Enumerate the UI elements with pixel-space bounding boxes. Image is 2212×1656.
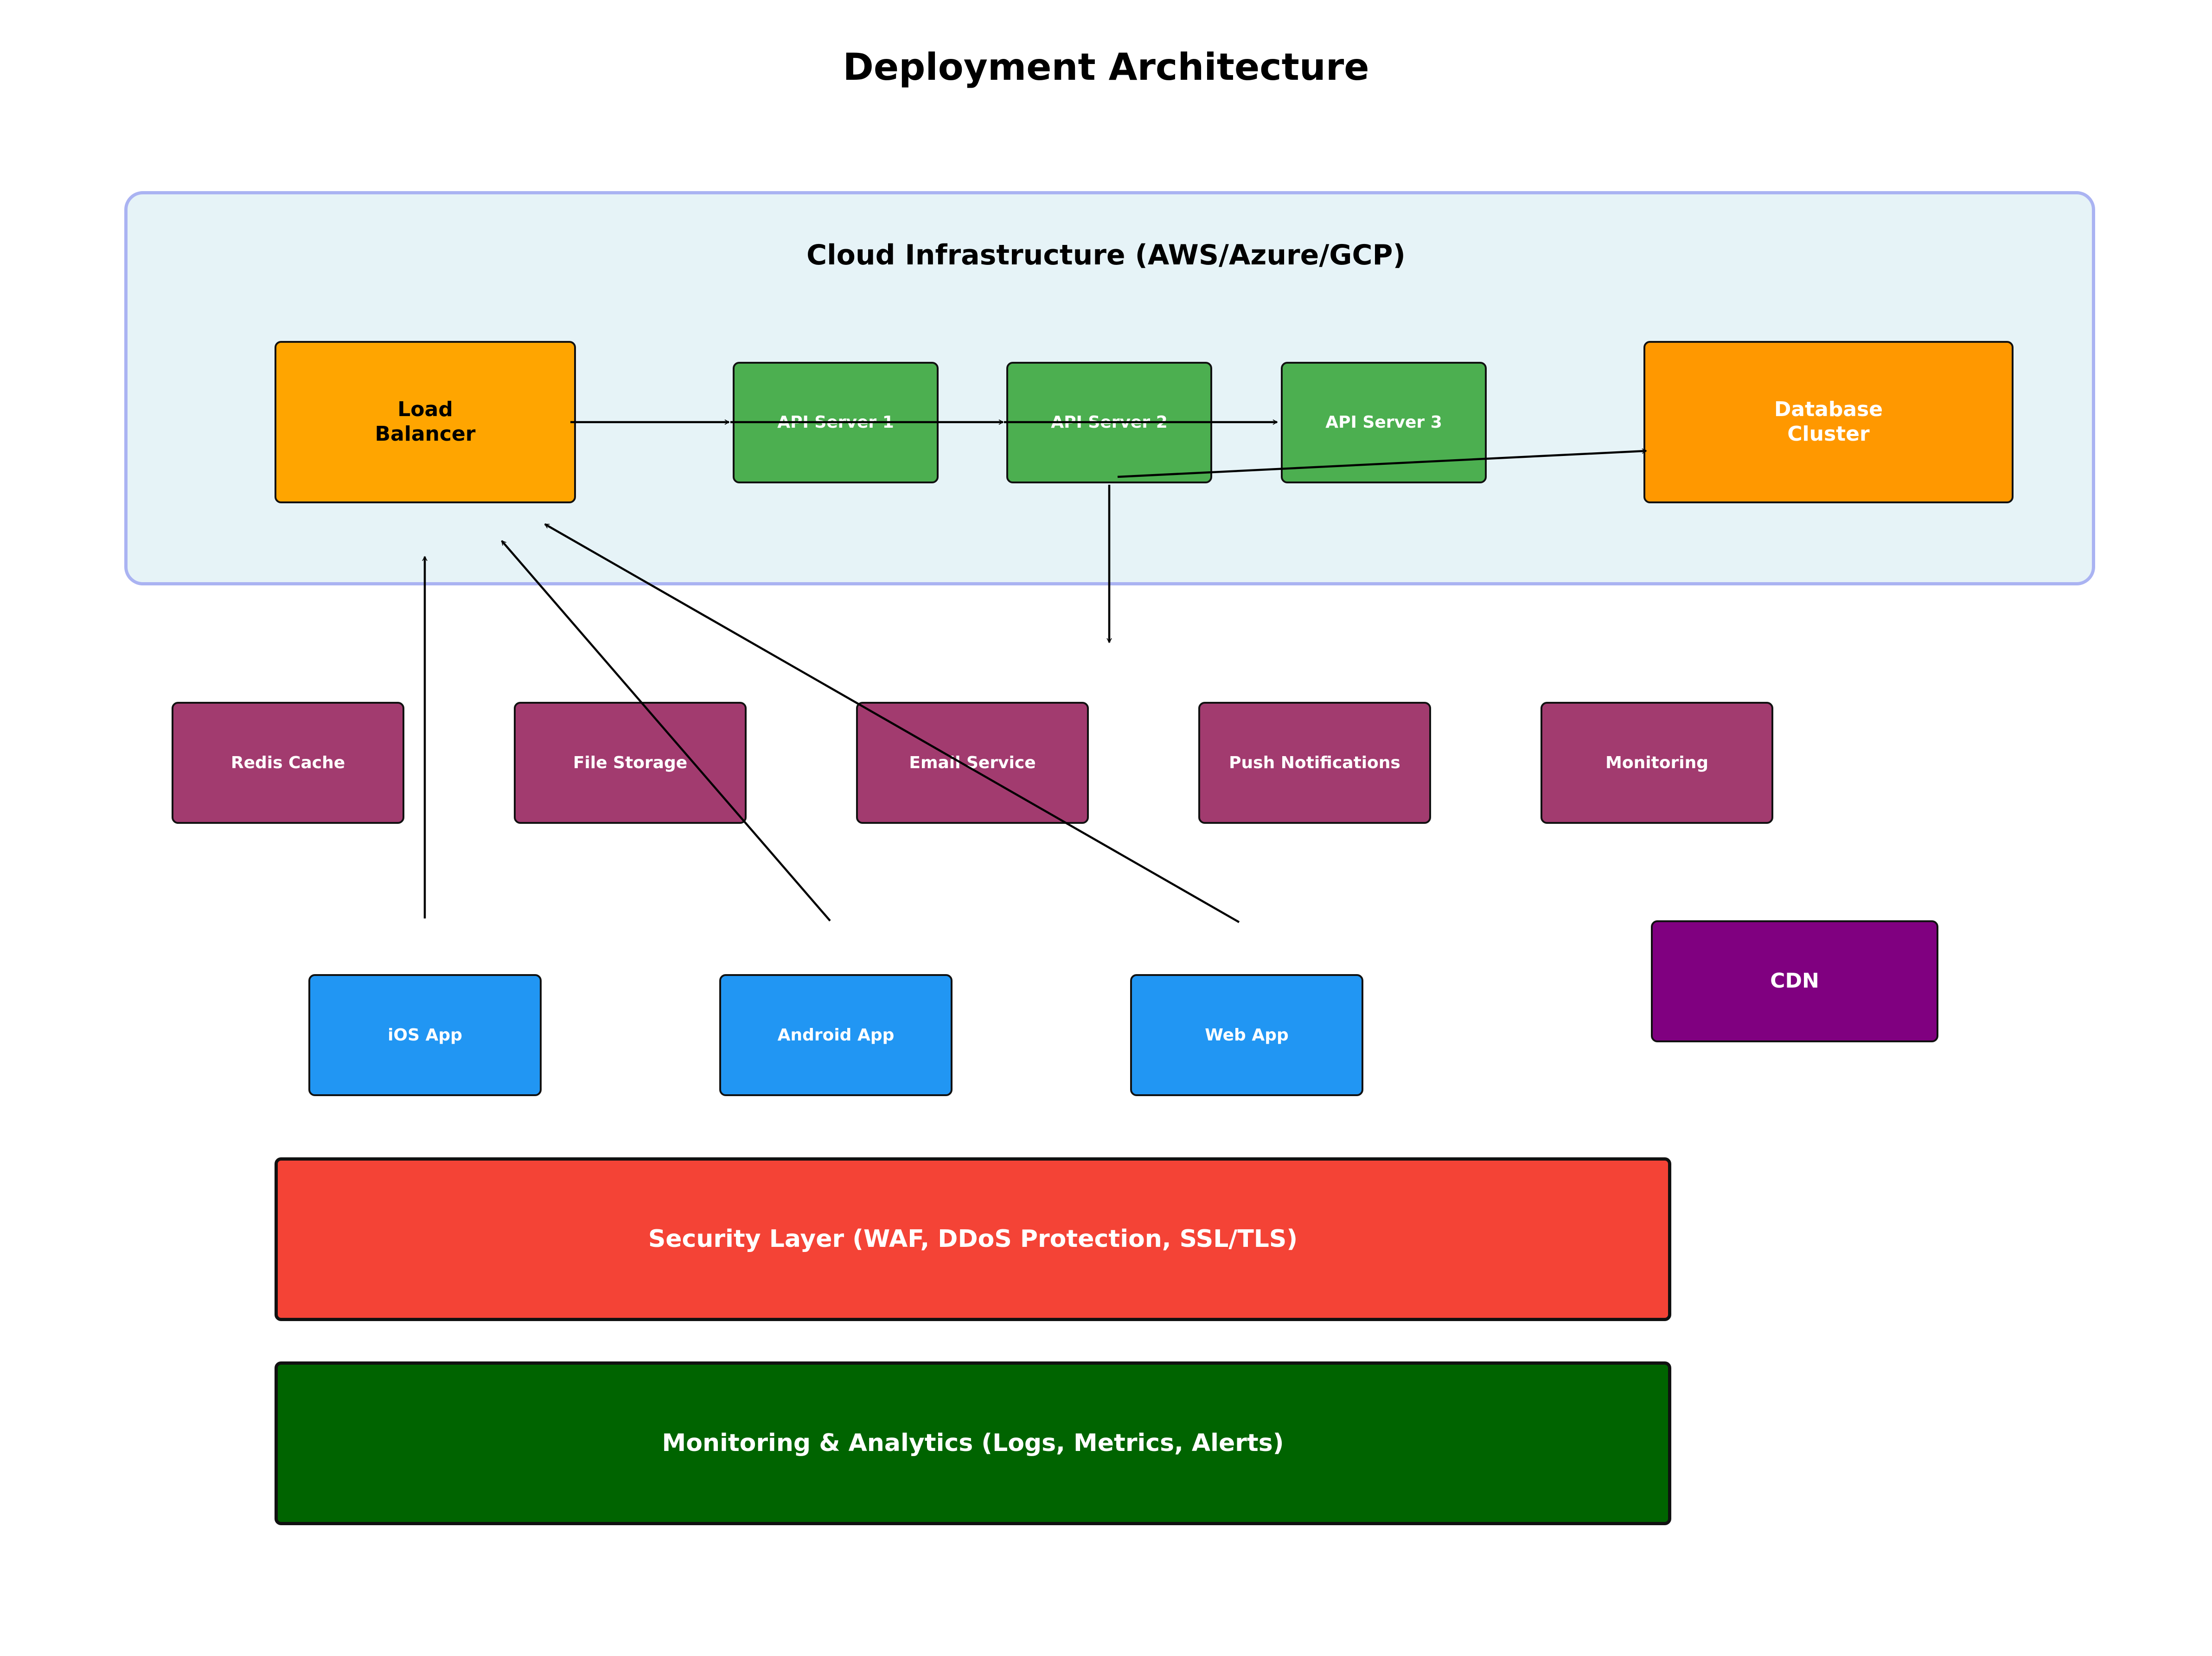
diagram-title: Deployment Architecture (843, 45, 1369, 89)
cdn-node: CDN (1651, 920, 1938, 1042)
database-cluster-node: Database Cluster (1643, 341, 2014, 503)
security-layer-bar: Security Layer (WAF, DDoS Protection, SS… (275, 1157, 1671, 1321)
web-app-node: Web App (1130, 974, 1363, 1096)
cloud-infrastructure-title: Cloud Infrastructure (AWS/Azure/GCP) (806, 239, 1406, 271)
email-service-node: Email Service (856, 702, 1089, 824)
ios-app-node: iOS App (308, 974, 542, 1096)
file-storage-node: File Storage (514, 702, 747, 824)
arrow-api-server-2-to-database-cluster (1117, 448, 1647, 478)
push-notifications-node: Push Notifications (1198, 702, 1431, 824)
arrow-web-app-to-load-balancer (544, 523, 1240, 923)
android-app-node: Android App (719, 974, 953, 1096)
arrow-android-app-to-load-balancer (501, 540, 831, 922)
monitoring-node: Monitoring (1541, 702, 1773, 824)
monitoring-analytics-layer-bar: Monitoring & Analytics (Logs, Metrics, A… (275, 1361, 1671, 1525)
redis-cache-node: Redis Cache (172, 702, 404, 824)
